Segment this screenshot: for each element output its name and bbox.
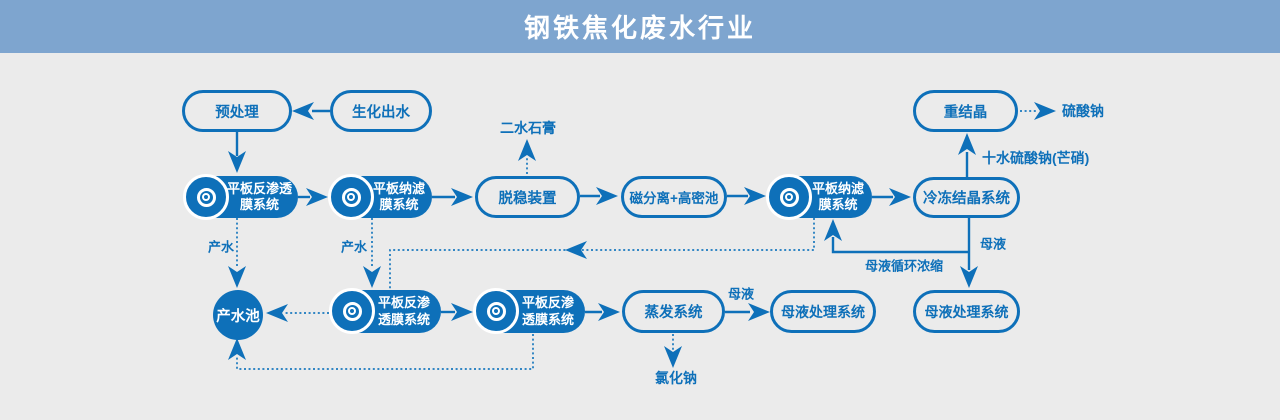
node-label: 平板反渗透膜系统 <box>377 295 430 327</box>
node-flat-ro-membrane-2: 平板反渗透膜系统 <box>329 288 441 334</box>
membrane-disc-icon <box>473 288 519 334</box>
node-label: 母液处理系统 <box>924 303 1009 320</box>
label-product-water-1: 产水 <box>207 239 235 255</box>
membrane-disc-icon <box>766 174 812 220</box>
node-mother-liquor-treatment-2: 母液处理系统 <box>913 290 1020 333</box>
node-label: 平板反渗透膜系统 <box>521 295 574 327</box>
node-mother-liquor-treatment-1: 母液处理系统 <box>770 290 876 333</box>
node-label: 蒸发系统 <box>644 305 703 321</box>
membrane-disc-icon <box>183 174 229 220</box>
node-recrystallization: 重结晶 <box>913 90 1018 132</box>
node-label: 平板纳滤膜系统 <box>372 180 425 212</box>
node-freeze-crystallization: 冷冻结晶系统 <box>913 177 1020 218</box>
label-gypsum: 二水石膏 <box>500 120 556 136</box>
label-mother-liquor-evap: 母液 <box>727 286 755 302</box>
node-destabilizer: 脱稳装置 <box>475 176 580 218</box>
node-label: 预处理 <box>215 104 259 121</box>
header-bar: 钢铁焦化废水行业 <box>0 0 1280 53</box>
node-pretreatment: 预处理 <box>182 90 292 132</box>
node-label: 脱稳装置 <box>498 190 557 207</box>
node-label: 母液处理系统 <box>781 303 865 320</box>
node-flat-ro-membrane-1: 平板反渗透膜系统 <box>183 174 298 220</box>
node-flat-nf-membrane-1: 平板纳滤膜系统 <box>328 174 432 220</box>
node-bio-effluent: 生化出水 <box>330 90 432 132</box>
label-glauber-salt: 十水硫酸钠(芒硝) <box>982 150 1090 166</box>
node-flat-nf-membrane-2: 平板纳滤膜系统 <box>766 174 872 220</box>
node-label: 平板纳滤膜系统 <box>811 180 864 212</box>
label-ml-recycle: 母液循环浓缩 <box>864 258 944 274</box>
label-sodium-chloride: 氯化钠 <box>655 370 697 386</box>
node-product-water-pool: 产水池 <box>213 290 263 340</box>
node-label: 产水池 <box>216 308 260 325</box>
label-product-water-2: 产水 <box>340 239 368 255</box>
node-label: 磁分离+高密池 <box>629 191 719 206</box>
node-flat-ro-membrane-3: 平板反渗透膜系统 <box>473 288 585 334</box>
node-label: 重结晶 <box>943 104 988 121</box>
node-evaporation-system: 蒸发系统 <box>622 290 725 333</box>
node-label: 冷冻结晶系统 <box>923 191 1010 207</box>
node-label: 生化出水 <box>352 104 410 121</box>
membrane-disc-icon <box>329 288 375 334</box>
label-sodium-sulfate: 硫酸钠 <box>1062 103 1104 119</box>
label-mother-liquor-cryst: 母液 <box>980 236 1007 252</box>
page-title: 钢铁焦化废水行业 <box>523 13 756 43</box>
node-magnetic-separation-pool: 磁分离+高密池 <box>621 176 727 218</box>
membrane-disc-icon <box>328 174 374 220</box>
node-label: 平板反渗透膜系统 <box>227 180 293 212</box>
